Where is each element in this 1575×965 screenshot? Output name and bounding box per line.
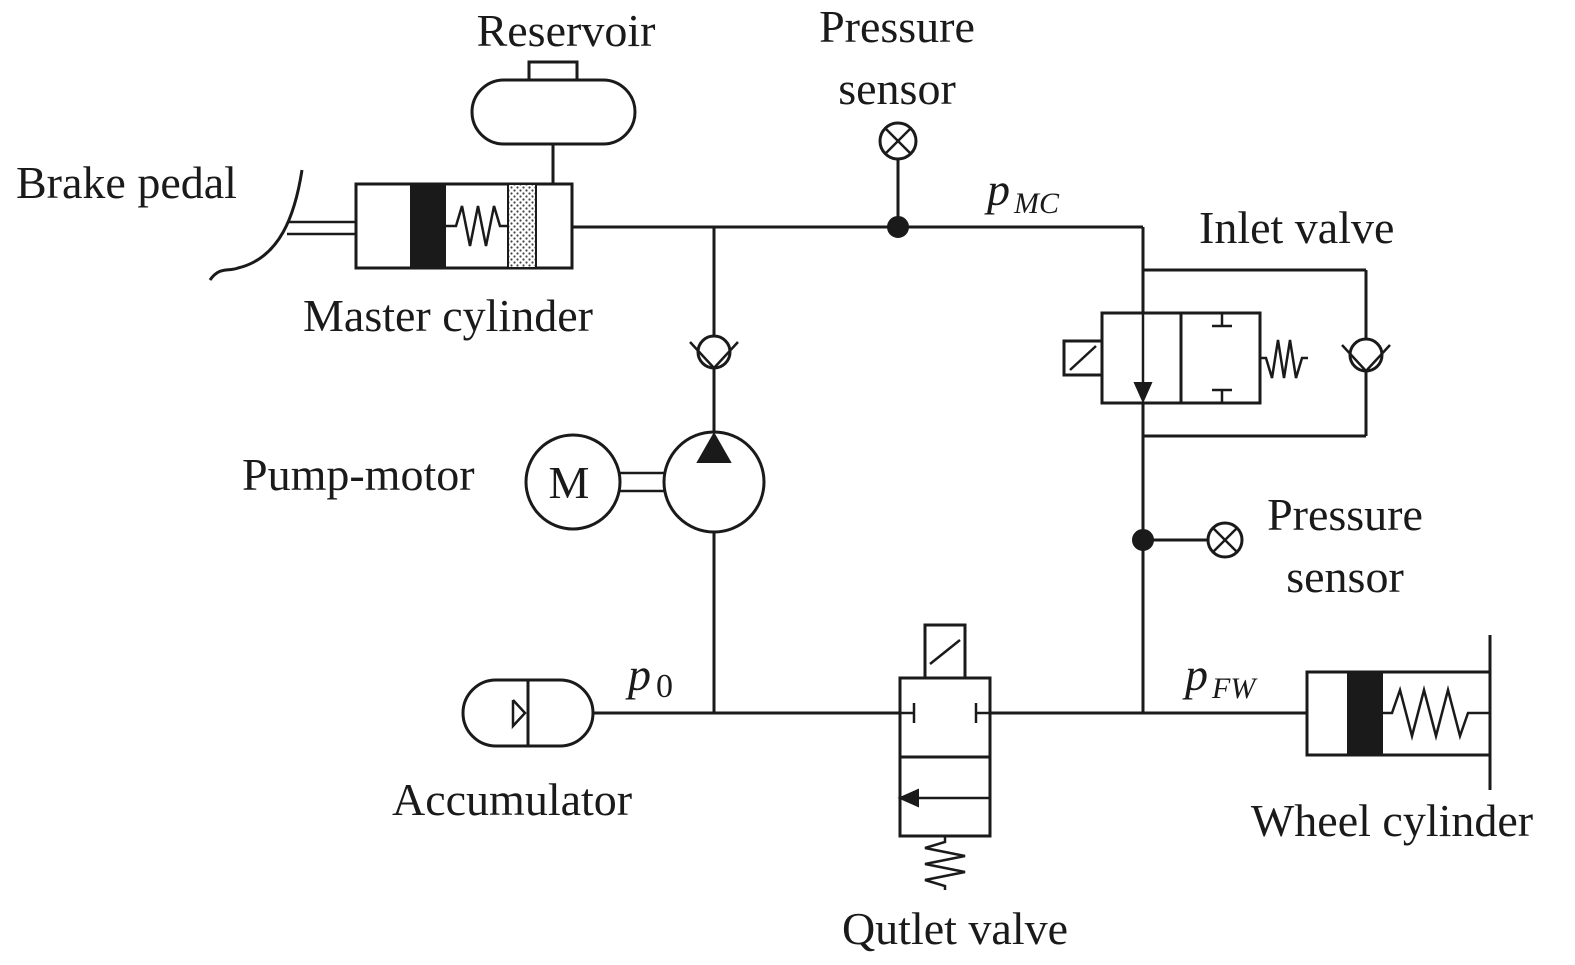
master-spring bbox=[446, 205, 508, 247]
reservoir-label: Reservoir bbox=[477, 5, 656, 56]
pump-check-valve-icon bbox=[689, 334, 739, 370]
pressure-sensor-top-label-2: sensor bbox=[838, 63, 956, 114]
accumulator bbox=[461, 678, 595, 748]
junction-dot-wheel bbox=[1132, 529, 1154, 551]
motor bbox=[524, 433, 664, 531]
hydraulic-lines bbox=[551, 144, 1368, 715]
pressure-label-master: p MC bbox=[984, 164, 1060, 220]
svg-text:p: p bbox=[984, 164, 1010, 215]
svg-text:FW: FW bbox=[1211, 672, 1258, 705]
pump bbox=[662, 430, 766, 534]
svg-text:MC: MC bbox=[1013, 187, 1060, 220]
brake-pedal bbox=[208, 169, 356, 281]
pressure-sensor-right-label-1: Pressure bbox=[1267, 489, 1423, 540]
reservoir bbox=[470, 60, 637, 146]
outlet-valve-label: Qutlet valve bbox=[842, 903, 1068, 954]
master-seal bbox=[507, 183, 537, 269]
brake-pedal-label: Brake pedal bbox=[16, 157, 237, 208]
pressure-sensor-right-icon bbox=[1206, 521, 1244, 559]
pressure-label-accumulator: p 0 bbox=[625, 649, 673, 705]
svg-text:p: p bbox=[625, 649, 651, 700]
accumulator-label: Accumulator bbox=[392, 774, 632, 825]
svg-text:p: p bbox=[1182, 649, 1208, 700]
pressure-label-wheel: p FW bbox=[1182, 649, 1258, 705]
svg-text:0: 0 bbox=[656, 668, 673, 705]
wheel-spring bbox=[1383, 685, 1490, 741]
master-piston bbox=[410, 184, 446, 268]
wheel-piston bbox=[1347, 672, 1383, 755]
motor-symbol: M bbox=[549, 457, 590, 508]
inlet-valve bbox=[1062, 311, 1308, 405]
inlet-valve-label: Inlet valve bbox=[1199, 202, 1394, 253]
wheel-cylinder bbox=[1305, 635, 1492, 790]
junction-dot-master bbox=[887, 216, 909, 238]
inlet-bypass-check-valve-icon bbox=[1341, 337, 1391, 373]
pump-motor-label: Pump-motor bbox=[242, 449, 475, 500]
pressure-sensor-right-label-2: sensor bbox=[1286, 551, 1404, 602]
outlet-valve bbox=[897, 623, 992, 890]
pressure-sensor-top-icon bbox=[878, 121, 918, 161]
pressure-sensor-top-label-1: Pressure bbox=[819, 1, 975, 52]
wheel-cylinder-label: Wheel cylinder bbox=[1251, 795, 1533, 846]
master-cylinder-label: Master cylinder bbox=[303, 290, 593, 341]
master-cylinder bbox=[354, 182, 574, 270]
